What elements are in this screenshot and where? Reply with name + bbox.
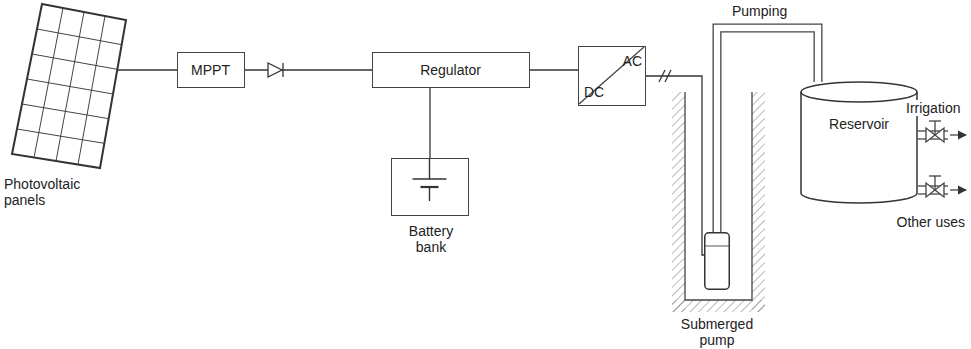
inverter-box: DC AC <box>578 46 646 106</box>
flow-label: Other uses <box>895 214 967 230</box>
photovoltaic-panel: Photovoltaic panels <box>10 4 118 168</box>
flow-label: Irrigation <box>904 100 962 116</box>
wire-connector <box>118 69 177 70</box>
submerged-pump-outline <box>704 232 730 290</box>
node-label: DC <box>584 84 614 100</box>
well-shaft <box>672 92 765 312</box>
connector-group <box>245 70 372 71</box>
valve-symbol <box>926 121 944 197</box>
connector-group <box>118 70 177 71</box>
wire-connector <box>530 69 578 70</box>
node-label: MPPT <box>191 62 230 78</box>
process-box: MPPT <box>177 52 245 88</box>
node-label: AC <box>612 53 642 69</box>
battery-box-outline <box>392 159 470 217</box>
wire-connector <box>245 69 372 70</box>
connector-group <box>530 70 578 71</box>
reservoir-tank: Reservoir <box>800 82 918 204</box>
node-label: Battery bank <box>401 223 461 255</box>
process-box: Regulator <box>372 52 530 88</box>
wire-connector <box>429 88 430 158</box>
node-label: Regulator <box>420 62 481 78</box>
diode-symbol <box>268 63 283 77</box>
node-label: Reservoir <box>800 116 918 132</box>
node-label: Submerged pump <box>675 316 759 348</box>
submerged-pump: Submerged pump <box>704 232 730 290</box>
battery-box: Battery bank <box>391 158 469 216</box>
cable-marks <box>659 70 671 82</box>
node-label: Photovoltaic panels <box>4 176 104 208</box>
edge-label: Pumping <box>730 3 789 19</box>
photovoltaic-panel-outline <box>10 4 118 168</box>
connector-group <box>430 88 431 158</box>
reservoir-tank-outline <box>800 82 918 204</box>
